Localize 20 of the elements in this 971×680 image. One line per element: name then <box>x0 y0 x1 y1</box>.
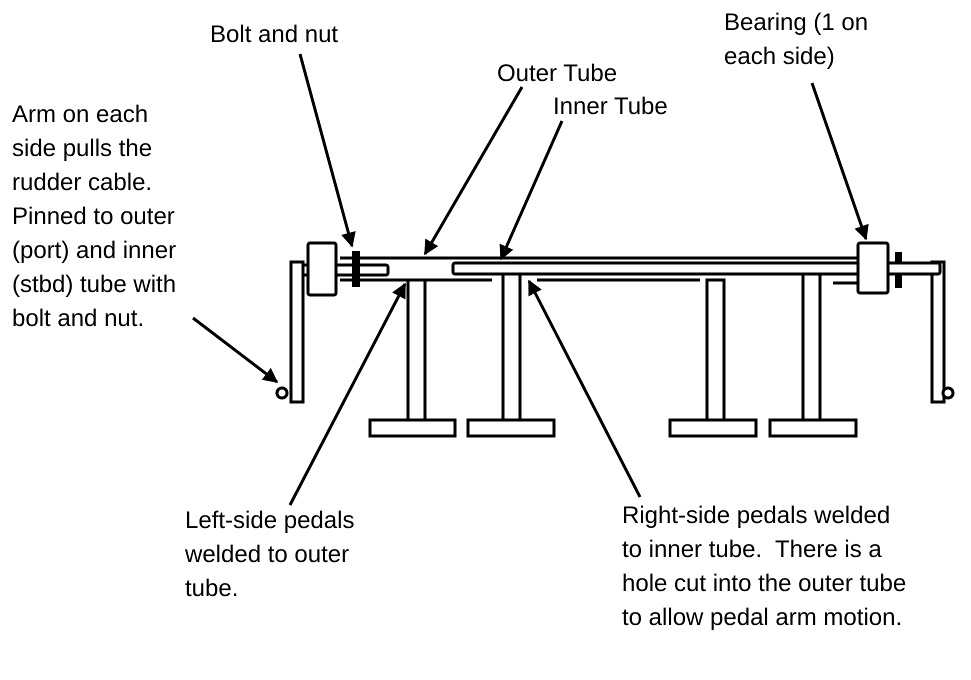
inner-tube <box>452 262 942 276</box>
part-label: Bearing (1 on each side) <box>724 8 870 72</box>
outer-tube <box>338 256 858 282</box>
leader-line <box>192 316 278 384</box>
arm-drawing <box>276 260 304 404</box>
note-text: Arm on each side pulls the rudder cable. Pinned to outer (port) and inner (stbd) tube with bolt and nut. <box>12 100 178 334</box>
leader-line <box>810 82 869 240</box>
leader-line <box>528 280 642 498</box>
leader-line <box>500 120 564 260</box>
part-label: Bolt and nut <box>210 20 340 50</box>
pedal-drawing <box>368 278 456 438</box>
note-text: Left-side pedals welded to outer tube. <box>185 506 356 604</box>
leader-line <box>288 282 406 506</box>
note-text: Right-side pedals welded to inner tube. There is a hole cut into the outer tube to allow pedal arm motion. <box>622 501 908 633</box>
part-label: Outer Tube <box>497 59 618 89</box>
pedal-drawing <box>466 272 556 438</box>
leader-line <box>298 54 356 248</box>
leader-line <box>424 86 524 256</box>
part-label: Inner Tube <box>553 92 669 122</box>
bearing-symbol <box>856 242 890 294</box>
